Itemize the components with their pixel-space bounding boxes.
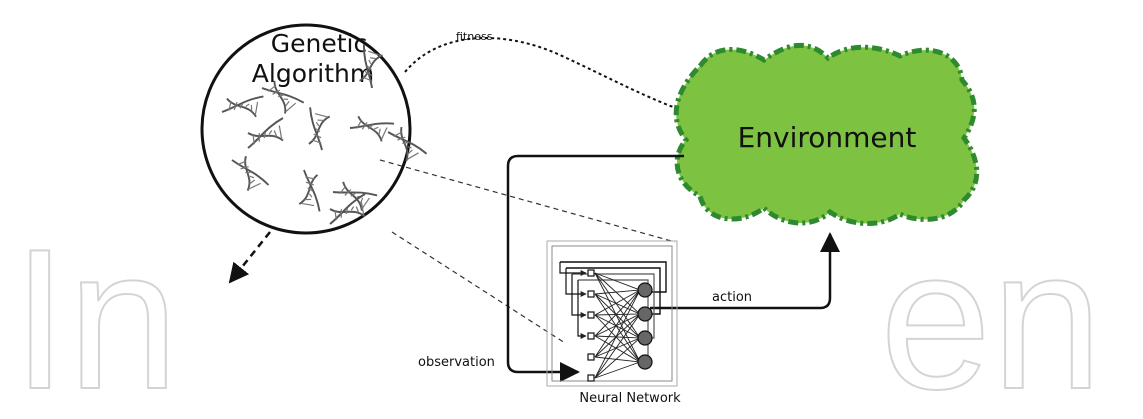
ga-to-nn-dashed-edge	[379, 159, 676, 243]
watermark-right: en	[880, 208, 1102, 419]
recurrent-connection	[565, 268, 587, 297]
neural-network-frame	[546, 240, 678, 387]
genetic-algorithm-title-line2: Algorithm	[252, 59, 374, 88]
environment-cloud	[673, 42, 980, 227]
recurrent-connection	[566, 267, 661, 315]
neural-network-label: Neural Network	[579, 391, 681, 406]
output-node	[637, 282, 653, 298]
output-node	[637, 330, 653, 346]
recurrent-connection	[572, 273, 655, 339]
recurrent-connection	[571, 274, 587, 318]
output-node	[637, 306, 653, 322]
watermark-left: In	[12, 208, 179, 419]
watermark: In en	[11, 207, 1103, 419]
input-node	[587, 269, 595, 277]
action-label: action	[712, 290, 752, 305]
input-node	[587, 353, 595, 361]
input-node	[587, 290, 595, 298]
recurrent-connection	[560, 261, 667, 293]
action-edge	[650, 232, 840, 310]
neural-network-frame-inner	[551, 245, 673, 382]
input-node	[587, 374, 595, 382]
genetic-algorithm-title-line1: Genetic	[271, 29, 367, 58]
input-node	[587, 332, 595, 340]
nn-connections	[594, 272, 641, 379]
genetic-algorithm-node: Genetic Algorithm	[200, 23, 428, 235]
ga-output-arrow	[228, 231, 271, 284]
output-node	[637, 354, 653, 370]
neural-network-node: Neural Network	[546, 240, 681, 406]
recurrent-connection	[577, 280, 587, 339]
environment-node: Environment	[673, 42, 980, 227]
ga-to-nn-dashed-edge	[391, 231, 566, 344]
recurrent-connection	[559, 262, 587, 276]
observation-label: observation	[418, 355, 495, 370]
fitness-edge	[404, 36, 691, 114]
fitness-label: fitness	[456, 30, 493, 43]
environment-label: Environment	[738, 121, 917, 154]
observation-edge	[506, 154, 684, 382]
input-node	[587, 311, 595, 319]
